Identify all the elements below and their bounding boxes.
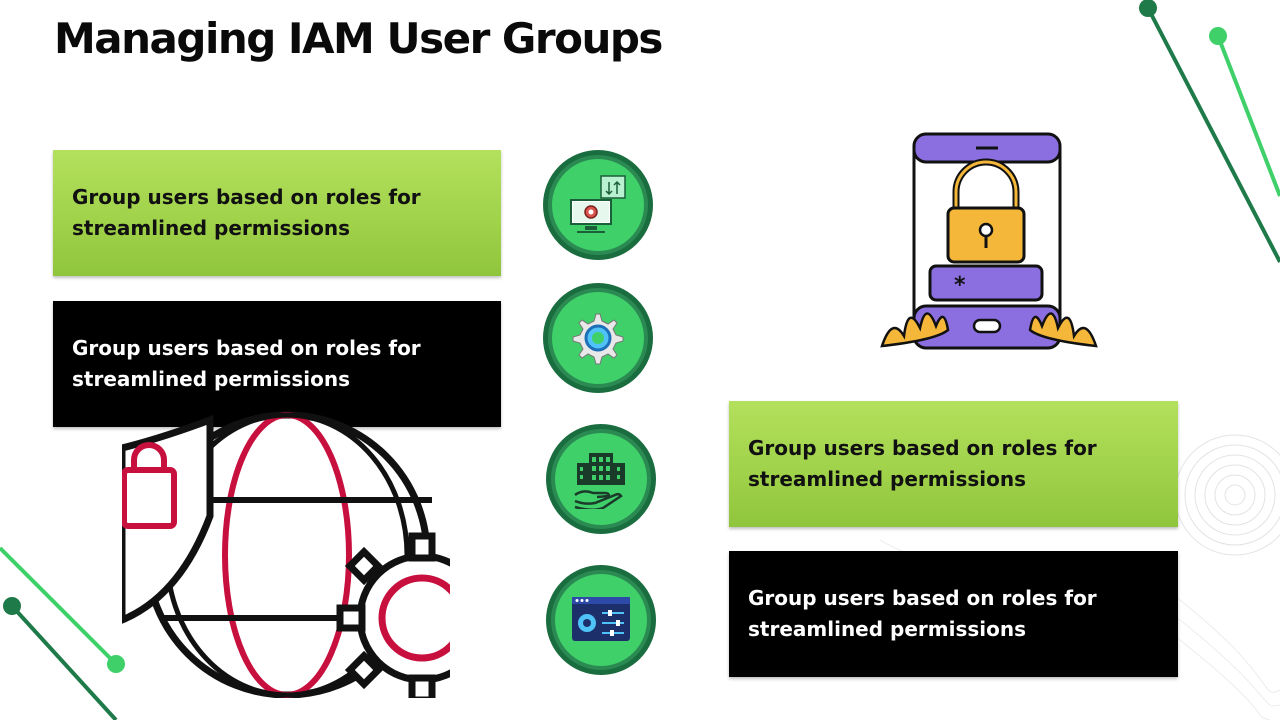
role-card-3: Group users based on roles for streamlin… [729,401,1178,527]
buildings-hand-icon [546,424,656,534]
role-card-1-text: Group users based on roles for streamlin… [72,185,421,240]
svg-text:*: * [954,273,966,298]
role-card-3-text: Group users based on roles for streamlin… [748,436,1097,491]
role-card-1: Group users based on roles for streamlin… [53,150,501,276]
slide-title: Managing IAM User Groups [54,14,663,63]
globe-shield-gear-icon [122,411,450,698]
dashboard-settings-icon [546,565,656,675]
role-card-4: Group users based on roles for streamlin… [729,551,1178,677]
gear-icon [543,283,653,393]
role-card-4-text: Group users based on roles for streamlin… [748,586,1097,641]
phone-lock-icon: * [880,132,1098,350]
computer-settings-icon [543,150,653,260]
role-card-2-text: Group users based on roles for streamlin… [72,336,421,391]
role-card-2: Group users based on roles for streamlin… [53,301,501,427]
